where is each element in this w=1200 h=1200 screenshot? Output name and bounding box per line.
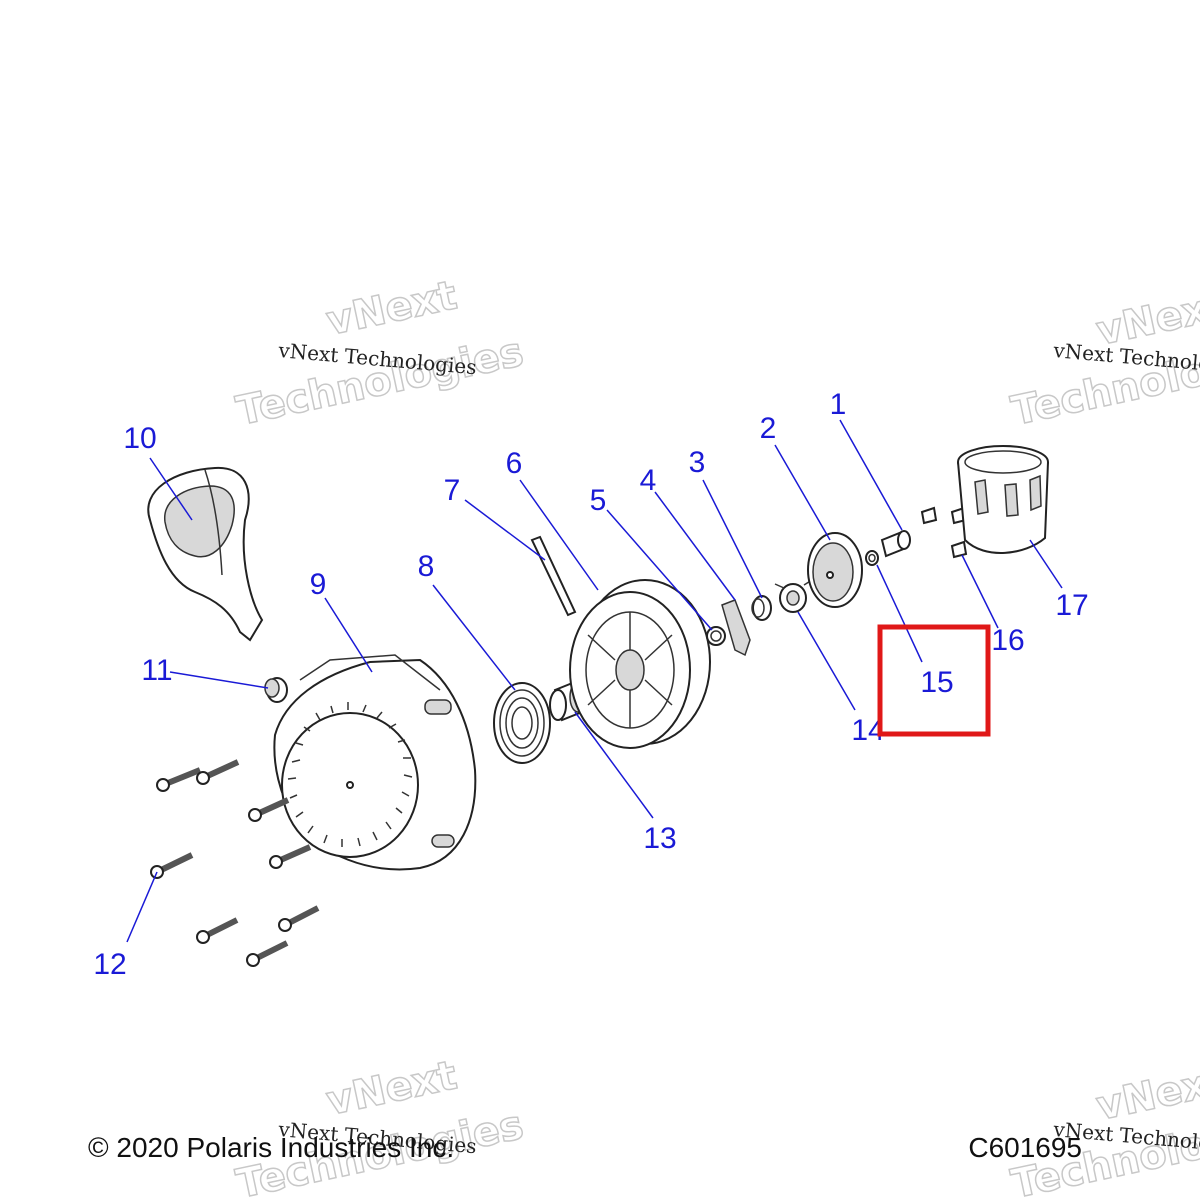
bolt <box>196 917 239 944</box>
callout-13: 13 <box>643 822 676 855</box>
callout-1: 1 <box>830 388 847 421</box>
callout-2: 2 <box>760 412 777 445</box>
watermark-word1: vNext <box>323 1052 461 1124</box>
part-rope <box>530 535 577 617</box>
callout-11: 11 <box>141 654 172 687</box>
callout-8: 8 <box>418 550 435 583</box>
bolt <box>156 767 202 792</box>
callout-6: 6 <box>506 447 523 480</box>
callouts: 1 2 3 4 5 6 7 8 9 10 11 12 13 14 15 16 1… <box>93 388 1088 981</box>
callout-9: 9 <box>310 568 327 601</box>
part-washer <box>865 550 879 566</box>
part-screws <box>920 506 968 559</box>
part-clip <box>706 626 726 646</box>
watermark-word1: vNext <box>323 272 461 344</box>
bolt <box>196 759 240 785</box>
part-recoil-spring <box>493 682 551 764</box>
callout-12: 12 <box>93 948 126 981</box>
callout-10: 10 <box>123 422 156 455</box>
callout-4: 4 <box>640 464 657 497</box>
part-friction-washer <box>774 579 813 613</box>
part-spring <box>751 595 772 621</box>
part-pulley <box>569 579 711 749</box>
screw <box>920 506 938 525</box>
watermark-group-top-right: vNext Technologies vNext Technologies <box>1007 282 1200 436</box>
part-pawl <box>721 599 751 657</box>
part-center-bolt <box>880 530 911 558</box>
bolt <box>278 905 320 932</box>
highlight-box <box>877 624 991 737</box>
diagram-id: C601695 <box>968 1132 1082 1163</box>
bolt <box>248 797 290 822</box>
watermark-group-bottom-right: vNext Technologies vNext Technologies <box>1007 1057 1200 1200</box>
watermark-word1: vNext <box>1093 1057 1200 1129</box>
callout-15: 15 <box>920 666 953 699</box>
housing-vents <box>287 702 413 847</box>
watermark-word2: Technologies <box>233 329 528 435</box>
watermark-group-top-left: vNext Technologies vNext Technologies <box>232 272 528 436</box>
bolt <box>269 844 312 869</box>
callout-3: 3 <box>689 446 706 479</box>
callout-7: 7 <box>444 474 461 507</box>
part-bushing-small <box>264 677 288 703</box>
part-plate <box>807 532 863 608</box>
part-bolts <box>150 759 320 967</box>
copyright-text: © 2020 Polaris Industries Inc. <box>88 1132 454 1163</box>
callout-5: 5 <box>590 484 607 517</box>
part-handle <box>147 466 264 642</box>
bolt <box>150 852 194 879</box>
part-starter-cup <box>957 445 1049 554</box>
bolt <box>246 940 289 967</box>
watermark-group-bottom-left: vNext Technologies vNext Technologies <box>232 1052 528 1200</box>
screw <box>950 540 968 559</box>
leader-lines <box>126 419 1063 943</box>
callout-17: 17 <box>1055 589 1088 622</box>
callout-16: 16 <box>991 624 1024 657</box>
part-recoil-housing <box>273 654 477 871</box>
